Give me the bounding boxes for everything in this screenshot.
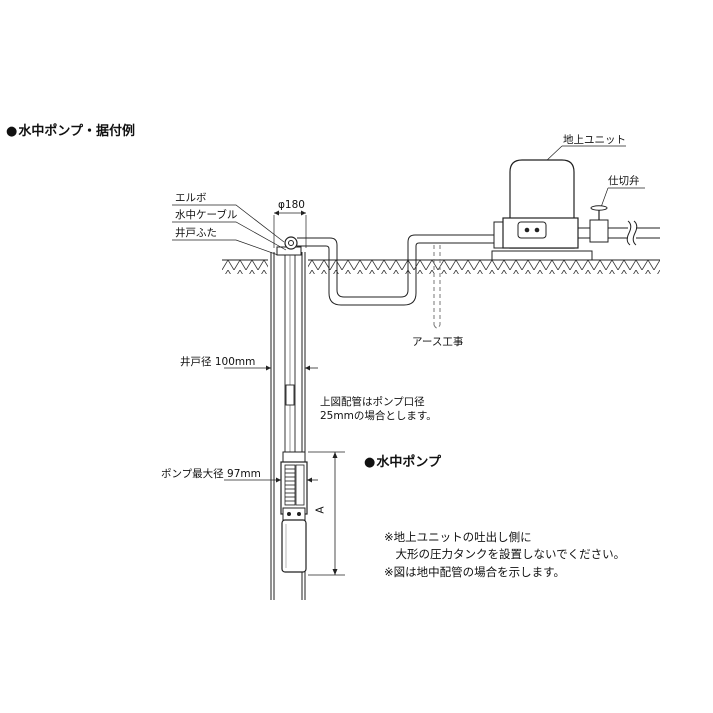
well-cap-label: 井戸ふた [175, 227, 217, 239]
cap-diameter-label: φ180 [278, 199, 305, 211]
well-casing [268, 252, 308, 600]
dimension-a [308, 451, 345, 576]
note-line-2: 大形の圧力タンクを設置しないでください。 [384, 547, 626, 561]
note-line-1: ※地上ユニットの吐出し側に [384, 530, 532, 544]
note-line-3: ※図は地中配管の場合を示します。 [384, 565, 565, 579]
elbow-label: エルボ [175, 192, 207, 204]
pump-label: 水中ポンプ [364, 455, 441, 470]
pump-diameter-dimension [224, 477, 318, 483]
well-diameter-label: 井戸径 100mm [180, 356, 256, 368]
discharge-pipe [297, 234, 498, 306]
gate-valve-label: 仕切弁 [608, 175, 640, 187]
ground-rod [433, 245, 441, 329]
ground-work-label: アース工事 [412, 336, 464, 348]
dimension-a-label: A [314, 506, 327, 514]
surface-unit-label: 地上ユニット [563, 134, 626, 146]
section-title: 水中ポンプ・据付例 [6, 124, 135, 139]
submersible-pump [280, 451, 308, 573]
cable-label: 水中ケーブル [175, 209, 238, 221]
pipe-note-line2: 25mmの場合とします。 [320, 410, 437, 422]
leader-lines [172, 145, 645, 256]
well-cap [276, 236, 302, 256]
cap-diameter-dimension [273, 210, 307, 248]
pipe-note-line1: 上図配管はポンプ口径 [320, 396, 425, 408]
riser-pipe [284, 255, 296, 455]
well-diameter-dimension [224, 365, 318, 371]
pump-diameter-label: ポンプ最大径 97mm [161, 468, 261, 480]
surface-unit [491, 159, 593, 261]
gate-valve [589, 205, 609, 243]
